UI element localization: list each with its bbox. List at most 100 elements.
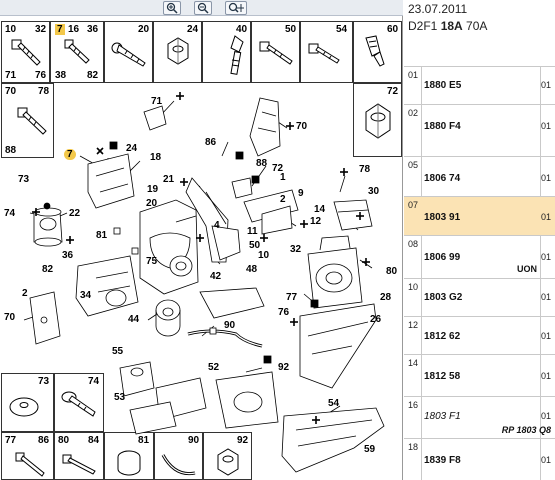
callout-34[interactable]: 34 xyxy=(80,290,92,301)
callout-20[interactable]: 20 xyxy=(146,198,158,209)
callout-72[interactable]: 72 xyxy=(272,163,284,174)
thumb-bolt-70[interactable]: 70 78 88 xyxy=(1,83,54,158)
callout-90[interactable]: 90 xyxy=(224,320,236,331)
callout-92[interactable]: 92 xyxy=(278,362,290,373)
thumb-label: 7 xyxy=(55,24,65,35)
callout-36[interactable]: 36 xyxy=(62,250,74,261)
part-row[interactable]: 12 1812 62 01 xyxy=(404,316,555,354)
part-qty: 01 xyxy=(540,173,551,183)
part-note: UON xyxy=(517,264,537,274)
part-number: 1803 G2 xyxy=(424,292,463,303)
callout-53[interactable]: 53 xyxy=(114,392,126,403)
part-number: 1812 62 xyxy=(424,331,461,342)
callout-24[interactable]: 24 xyxy=(126,143,138,154)
part-number: 1803 F1 xyxy=(424,411,461,422)
thumb-bush-81[interactable]: 81 xyxy=(104,432,154,480)
callout-86[interactable]: 86 xyxy=(205,137,217,148)
callout-28[interactable]: 28 xyxy=(380,292,392,303)
callout-2b[interactable]: 2 xyxy=(22,288,28,299)
callout-2[interactable]: 2 xyxy=(280,194,286,205)
callout-30[interactable]: 30 xyxy=(368,186,380,197)
callout-14[interactable]: 14 xyxy=(314,204,326,215)
zoom-out-button[interactable] xyxy=(194,1,212,15)
part-row-selected[interactable]: 07 1803 91 01 xyxy=(404,196,555,235)
callout-22[interactable]: 22 xyxy=(69,208,81,219)
callout-4[interactable]: 4 xyxy=(214,220,220,231)
callout-12[interactable]: 12 xyxy=(310,216,322,227)
callout-26[interactable]: 26 xyxy=(370,314,382,325)
thumb-nut-24[interactable]: 24 xyxy=(153,21,202,83)
thumb-bolt-10[interactable]: 10 32 71 76 xyxy=(1,21,50,83)
thumb-washer-73[interactable]: 73 xyxy=(1,373,54,432)
thumb-bolt-74[interactable]: 74 xyxy=(54,373,104,432)
part-row[interactable]: 18 1839 F8 01 xyxy=(404,438,555,480)
thumb-label: 80 xyxy=(58,435,70,446)
callout-78[interactable]: 78 xyxy=(359,164,371,175)
callout-11[interactable]: 11 xyxy=(247,226,258,237)
callout-75[interactable]: 75 xyxy=(146,256,158,267)
thumb-bolt-40[interactable]: 40 xyxy=(202,21,251,83)
callout-54[interactable]: 54 xyxy=(328,398,340,409)
callout-76[interactable]: 76 xyxy=(278,307,290,318)
callout-81[interactable]: 81 xyxy=(96,230,108,241)
part-pos: 18 xyxy=(408,442,419,452)
part-number: 1806 74 xyxy=(424,173,461,184)
callout-71[interactable]: 71 xyxy=(151,96,163,107)
thumb-bolt-7[interactable]: 7 16 36 38 82 xyxy=(50,21,104,83)
part-pos: 10 xyxy=(408,282,419,292)
part-row[interactable]: 16 1803 F1 01 RP 1803 Q8 xyxy=(404,396,555,438)
callout-74[interactable]: 74 xyxy=(4,208,16,219)
callout-7[interactable]: 7 xyxy=(64,149,76,160)
thumb-label: 32 xyxy=(35,24,47,35)
callout-77[interactable]: 77 xyxy=(286,292,298,303)
callout-10[interactable]: 10 xyxy=(258,250,270,261)
part-row[interactable]: 05 1806 74 01 xyxy=(404,156,555,196)
callout-44[interactable]: 44 xyxy=(128,314,140,325)
callout-42[interactable]: 42 xyxy=(210,271,222,282)
thumb-bolt-50[interactable]: 50 xyxy=(251,21,300,83)
callout-59[interactable]: 59 xyxy=(364,444,376,455)
part-row[interactable]: 01 1880 E5 01 xyxy=(404,66,555,104)
part-pos: 08 xyxy=(408,239,419,249)
thumb-bolt-20[interactable]: 20 xyxy=(104,21,153,83)
thumb-bolt-54[interactable]: 54 xyxy=(300,21,353,83)
callout-50[interactable]: 50 xyxy=(249,240,261,251)
thumb-clip-60[interactable]: 60 xyxy=(353,21,402,83)
part-number: 1880 E5 xyxy=(424,80,462,91)
callout-88[interactable]: 88 xyxy=(256,158,268,169)
callout-9[interactable]: 9 xyxy=(298,188,304,199)
callout-82[interactable]: 82 xyxy=(42,264,54,275)
callout-52[interactable]: 52 xyxy=(208,362,220,373)
part-row[interactable]: 10 1803 G2 01 xyxy=(404,278,555,316)
callout-21[interactable]: 21 xyxy=(163,174,175,185)
zoom-pan-button[interactable] xyxy=(225,1,247,15)
callout-32[interactable]: 32 xyxy=(290,244,302,255)
column-divider xyxy=(540,66,541,480)
part-qty: 01 xyxy=(540,371,551,381)
column-divider xyxy=(421,66,422,480)
bolt-icon xyxy=(64,39,90,64)
vehicle-model: D2F1 18A 70A xyxy=(408,19,487,33)
part-row[interactable]: 08 1806 99 01 UON xyxy=(404,235,555,278)
nut-icon xyxy=(365,103,391,139)
callout-19[interactable]: 19 xyxy=(147,184,159,195)
thumb-bolt-80[interactable]: 80 84 xyxy=(54,432,104,480)
thumb-label: 92 xyxy=(237,435,249,446)
exploded-drawing xyxy=(23,92,385,473)
part-note: RP 1803 Q8 xyxy=(501,425,551,435)
model-prefix: D2F1 xyxy=(408,19,441,33)
callout-55[interactable]: 55 xyxy=(112,346,124,357)
callout-18[interactable]: 18 xyxy=(150,152,162,163)
callout-70b[interactable]: 70 xyxy=(4,312,16,323)
callout-70[interactable]: 70 xyxy=(296,121,308,132)
thumb-label: 16 xyxy=(68,24,80,35)
part-row[interactable]: 14 1812 58 01 xyxy=(404,354,555,396)
callout-48[interactable]: 48 xyxy=(246,264,258,275)
callout-1[interactable]: 1 xyxy=(280,172,286,183)
callout-80[interactable]: 80 xyxy=(386,266,398,277)
callout-73[interactable]: 73 xyxy=(18,174,30,185)
part-row[interactable]: 02 1880 F4 01 xyxy=(404,104,555,156)
thumb-nut-72[interactable]: 72 xyxy=(353,83,402,157)
zoom-in-button[interactable] xyxy=(163,1,181,15)
part-qty: 01 xyxy=(540,212,551,222)
